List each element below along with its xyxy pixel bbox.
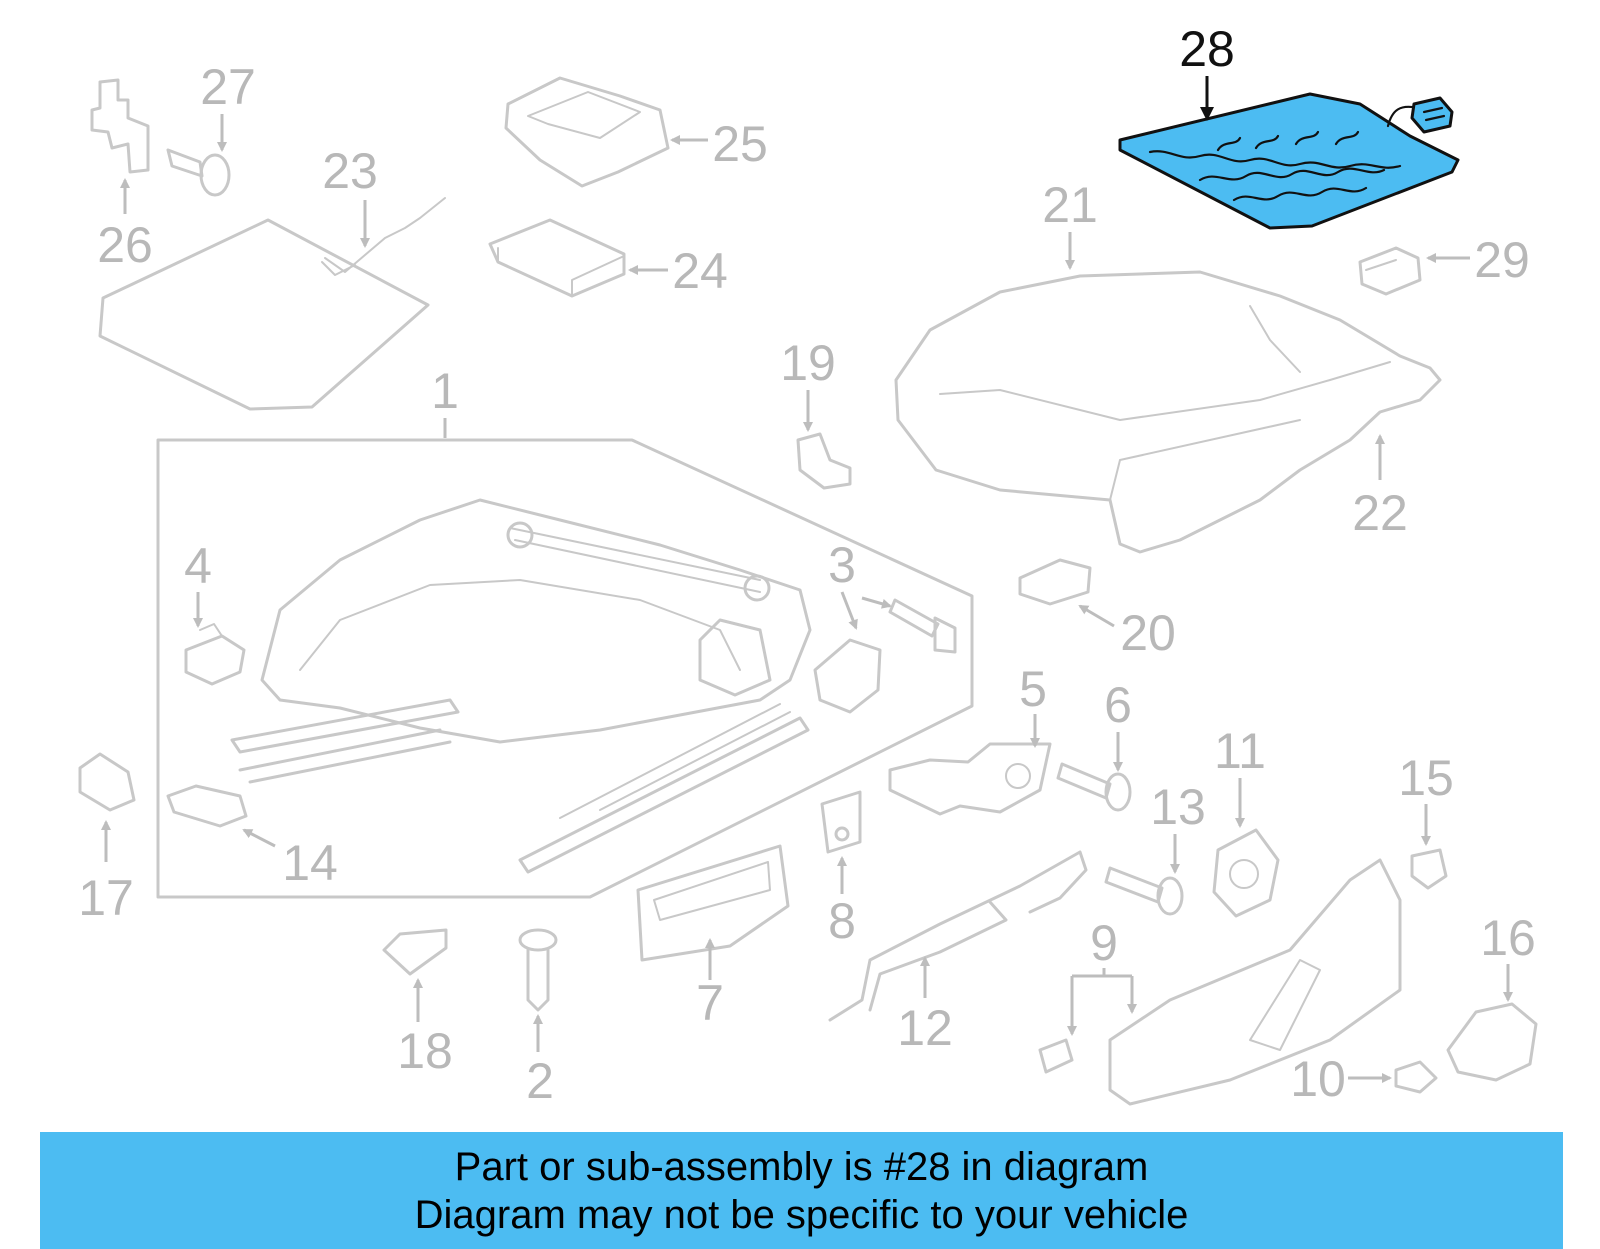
- callout-15: 15: [1398, 750, 1454, 806]
- part-15-clip: [1410, 848, 1448, 890]
- callout-13: 13: [1150, 779, 1206, 835]
- callout-2: 2: [526, 1053, 554, 1109]
- banner-line-1: Part or sub-assembly is #28 in diagram: [454, 1144, 1149, 1189]
- callout-5: 5: [1019, 661, 1047, 717]
- callout-10: 10: [1290, 1051, 1346, 1107]
- callout-23: 23: [322, 143, 378, 199]
- callout-11: 11: [1214, 723, 1266, 779]
- callout-24: 24: [672, 243, 728, 299]
- part-18-clip: [382, 928, 448, 976]
- part-5-bracket: [888, 742, 1052, 816]
- part-4-clip: [184, 623, 246, 686]
- part-25-module: [504, 76, 670, 188]
- part-27-bolt: [166, 148, 231, 197]
- callout-6: 6: [1104, 677, 1132, 733]
- part-1-seat-frame-group: [156, 438, 974, 899]
- part-7-side-cover: [636, 844, 790, 962]
- callout-27: 27: [200, 59, 256, 115]
- callout-14: 14: [282, 835, 338, 891]
- callout-16: 16: [1480, 910, 1536, 966]
- callout-21: 21: [1042, 177, 1098, 233]
- callout-22: 22: [1352, 485, 1408, 541]
- part-12-rod: [828, 850, 1088, 1022]
- part-19-clip: [796, 432, 852, 490]
- callout-28: 28: [1179, 21, 1235, 77]
- part-6-bolt: [1056, 762, 1132, 812]
- part-23-sensor-mat: [98, 197, 446, 411]
- callout-1: 1: [431, 363, 459, 419]
- part-11-cover: [1212, 828, 1280, 918]
- part-13-bolt: [1104, 866, 1184, 916]
- part-17-clip: [78, 752, 136, 812]
- info-banner: Part or sub-assembly is #28 in diagram D…: [40, 1132, 1563, 1249]
- seat-frame: [230, 498, 812, 874]
- part-28-seat-heater-pad: [1118, 92, 1460, 230]
- part-20-block: [1018, 558, 1092, 606]
- part-14-cover: [166, 784, 248, 828]
- banner-line-2: Diagram may not be specific to your vehi…: [414, 1192, 1189, 1237]
- callout-9: 9: [1090, 915, 1118, 971]
- part-8-bracket: [820, 790, 862, 854]
- callout-20: 20: [1120, 605, 1176, 661]
- callout-12: 12: [897, 1000, 953, 1056]
- callout-7: 7: [696, 975, 724, 1031]
- part-3-bracket-bolt: [813, 598, 957, 714]
- part-16-knob: [1446, 1002, 1538, 1082]
- part-2-screw: [518, 928, 558, 1012]
- callout-18: 18: [397, 1023, 453, 1079]
- part-24-control-box: [488, 218, 626, 298]
- part-10-clip: [1394, 1060, 1438, 1094]
- callout-4: 4: [184, 538, 212, 594]
- part-29-connector: [1358, 246, 1422, 296]
- callout-3: 3: [828, 537, 856, 593]
- callout-29: 29: [1474, 232, 1530, 288]
- callout-17: 17: [78, 870, 134, 926]
- part-21-seat-cushion: [894, 270, 1442, 554]
- callout-19: 19: [780, 335, 836, 391]
- callout-26: 26: [97, 217, 153, 273]
- callout-25: 25: [712, 116, 768, 172]
- part-9-side-shield: [1038, 858, 1402, 1106]
- callout-8: 8: [828, 893, 856, 949]
- part-26-bracket: [90, 78, 150, 174]
